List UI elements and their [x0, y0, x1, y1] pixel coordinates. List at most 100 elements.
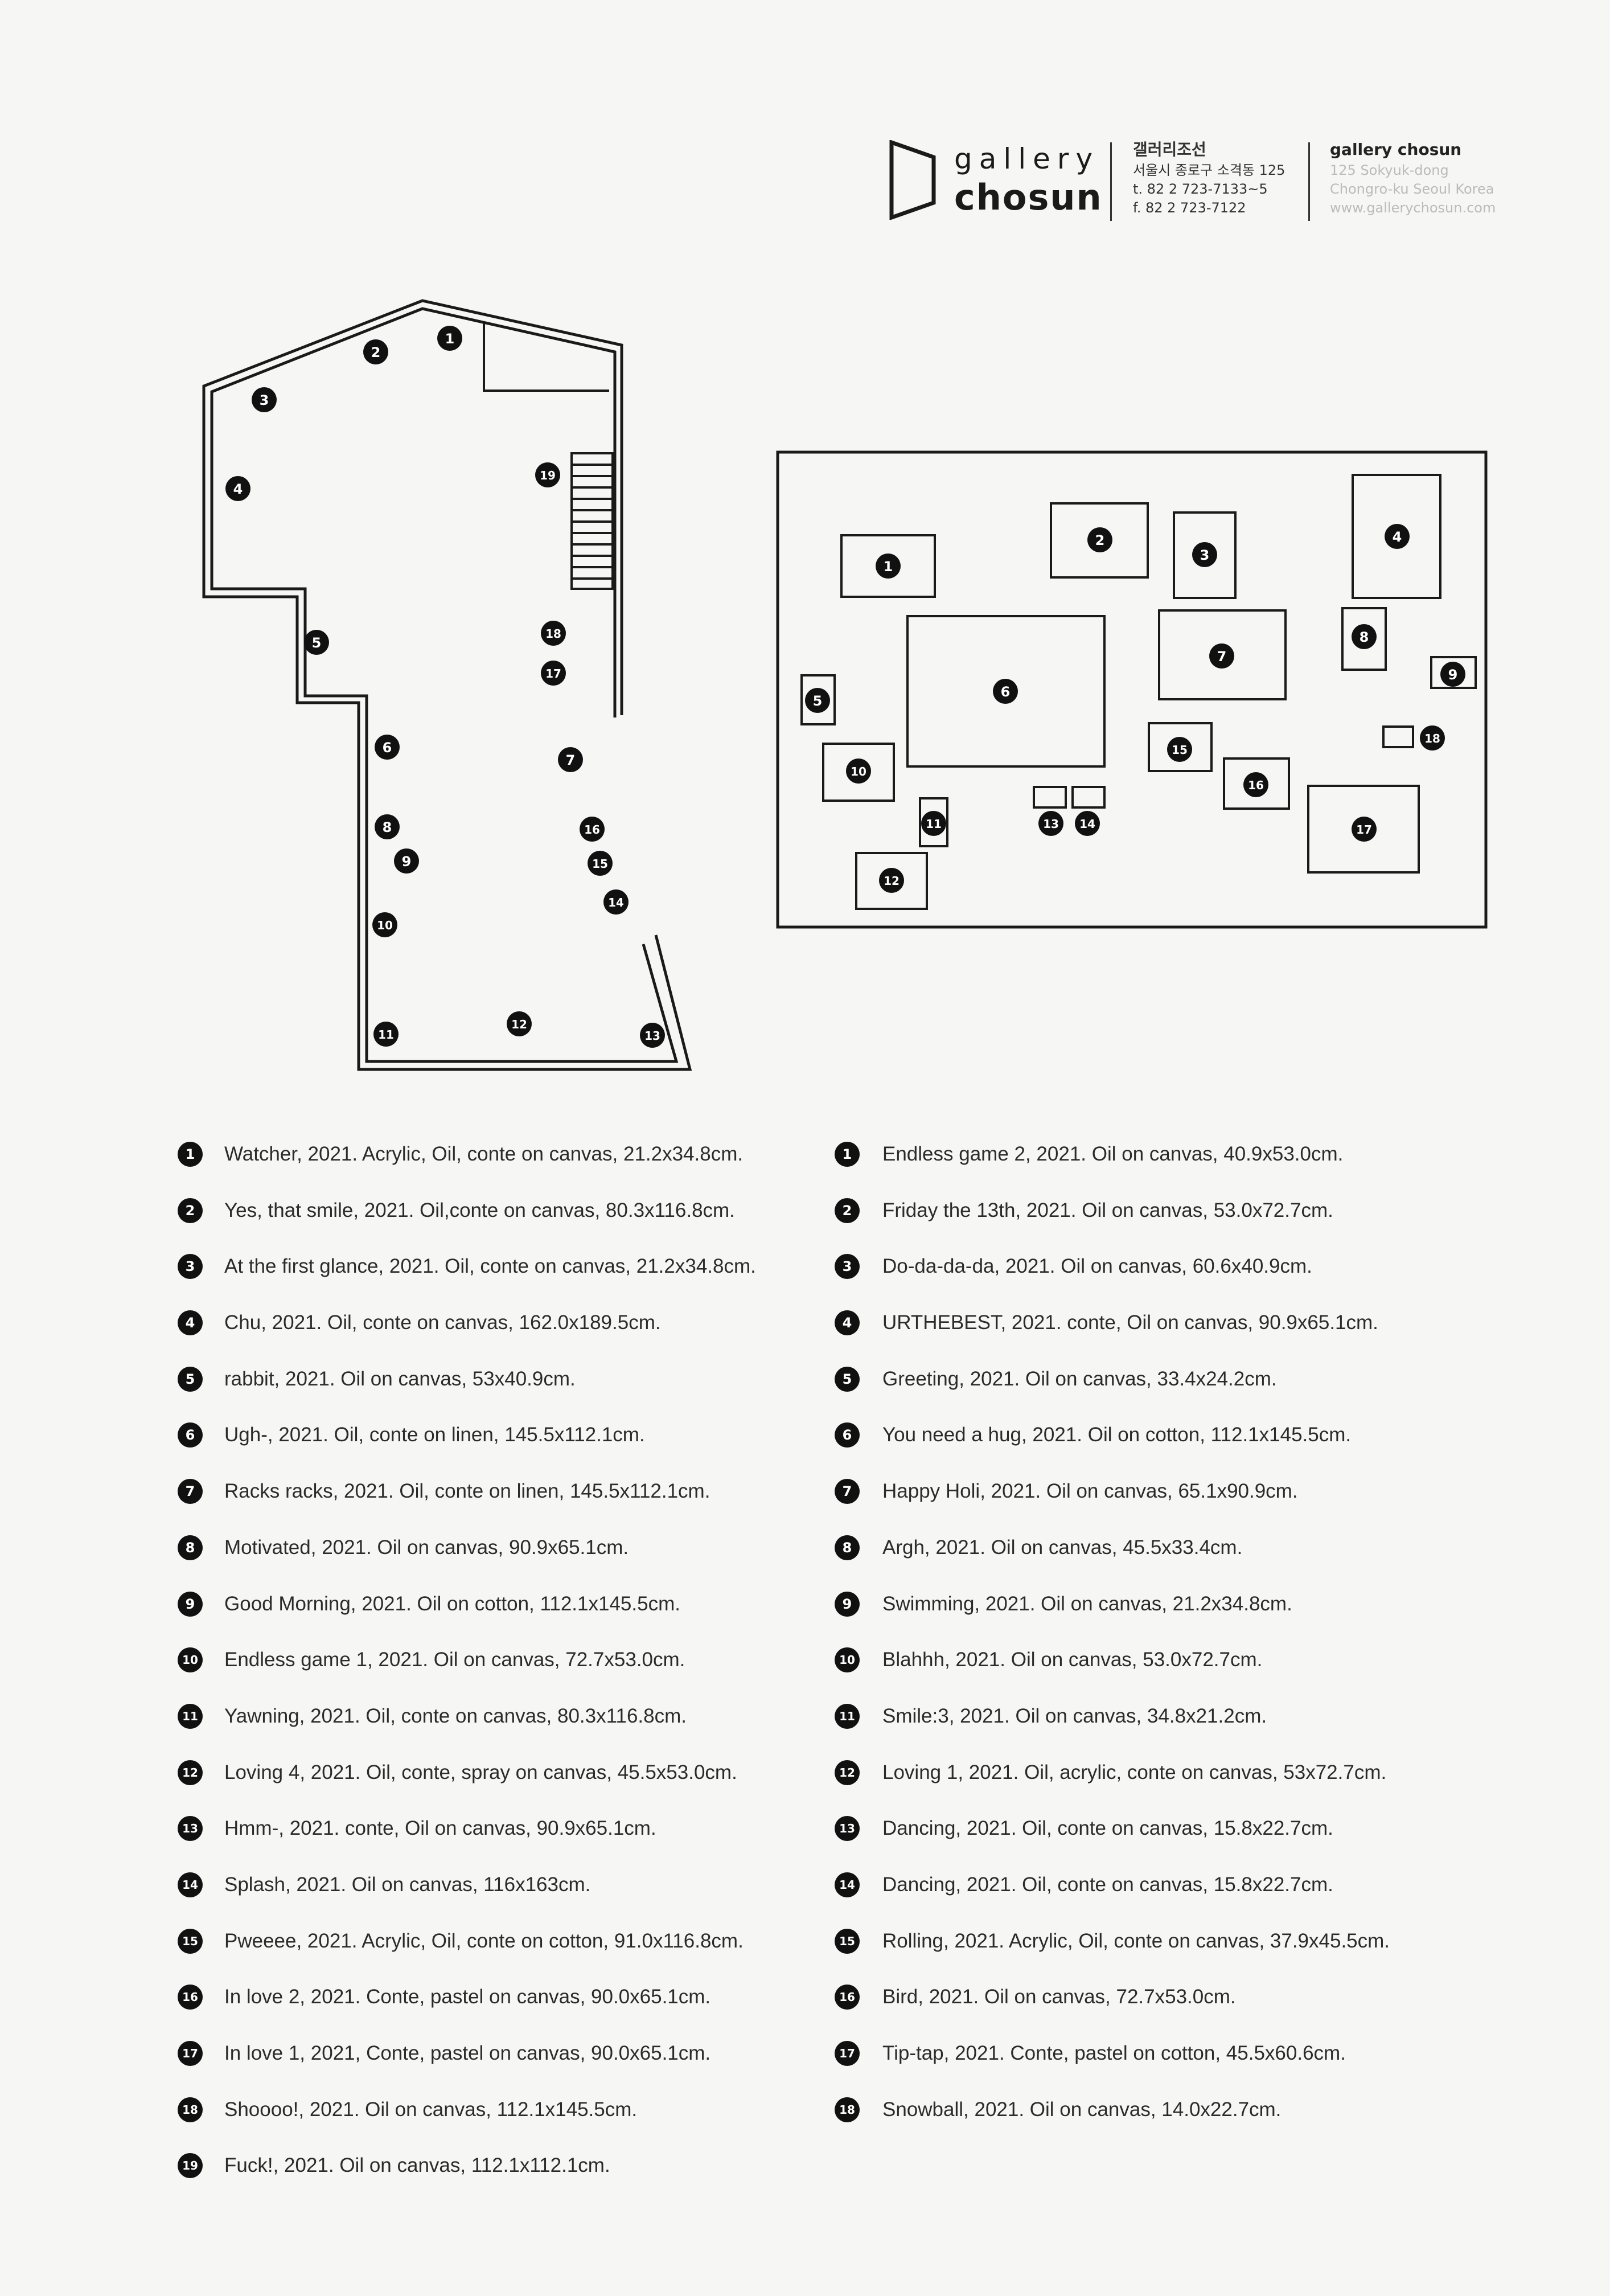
work-caption: Loving 1, 2021. Oil, acrylic, conte on c…: [882, 1761, 1387, 1784]
number-badge: 7: [835, 1479, 860, 1504]
plan2-marker-4: 4: [1385, 524, 1410, 549]
plan1-marker-11: 11: [373, 1022, 399, 1047]
number-badge: 6: [835, 1422, 860, 1448]
plan1-marker-15: 15: [588, 851, 613, 876]
number-badge: 3: [178, 1254, 203, 1280]
list-item: 8 Argh, 2021. Oil on canvas, 45.5x33.4cm.: [835, 1535, 1461, 1592]
plan2-marker-label: 7: [1217, 649, 1227, 665]
plan1-marker-7: 7: [558, 747, 583, 772]
plan2-marker-11: 11: [921, 811, 946, 836]
plan2-marker-5: 5: [805, 688, 830, 713]
work-caption: Splash, 2021. Oil on canvas, 116x163cm.: [224, 1873, 591, 1896]
number-badge: 16: [178, 1985, 203, 2010]
plan1-marker-label: 2: [371, 345, 381, 360]
plan1-marker-label: 11: [378, 1028, 394, 1042]
work-caption: Argh, 2021. Oil on canvas, 45.5x33.4cm.: [882, 1536, 1243, 1559]
plan2-marker-15: 15: [1167, 737, 1192, 762]
plan1-marker-18: 18: [541, 621, 566, 646]
list-item: 14 Splash, 2021. Oil on canvas, 116x163cm…: [178, 1872, 804, 1929]
number-badge: 4: [835, 1310, 860, 1336]
number-badge: 13: [178, 1816, 203, 1842]
plan1-marker-12: 12: [507, 1011, 532, 1036]
plan2-marker-17: 17: [1352, 817, 1377, 842]
work-caption: Chu, 2021. Oil, conte on canvas, 162.0x1…: [224, 1311, 661, 1334]
list-item: 4 Chu, 2021. Oil, conte on canvas, 162.0x…: [178, 1310, 804, 1367]
number-badge: 8: [835, 1535, 860, 1560]
work-caption: Dancing, 2021. Oil, conte on canvas, 15.…: [882, 1817, 1333, 1840]
header-divider: [1110, 142, 1112, 221]
work-caption: Yawning, 2021. Oil, conte on canvas, 80.…: [224, 1704, 687, 1727]
header-divider-2: [1308, 142, 1310, 221]
english-gallery-name: gallery chosun: [1330, 140, 1462, 159]
work-caption: You need a hug, 2021. Oil on cotton, 112…: [882, 1424, 1352, 1446]
plan2-marker-label: 1: [884, 559, 893, 575]
number-badge: 10: [178, 1647, 203, 1673]
number-badge: 15: [835, 1928, 860, 1954]
plan2-marker-label: 16: [1248, 778, 1264, 792]
number-badge: 4: [178, 1310, 203, 1336]
plan1-marker-label: 16: [584, 823, 600, 837]
website: www.gallerychosun.com: [1330, 200, 1496, 216]
english-address: 125 Sokyuk-dong: [1330, 162, 1449, 178]
number-badge: 18: [178, 2097, 203, 2122]
number-badge: 12: [178, 1760, 203, 1785]
plan2-marker-1: 1: [876, 554, 901, 579]
number-badge: 2: [178, 1198, 203, 1223]
number-badge: 11: [178, 1703, 203, 1729]
plan2-marker-label: 6: [1001, 684, 1011, 700]
plan2-marker-label: 11: [926, 817, 942, 831]
work-caption: URTHEBEST, 2021. conte, Oil on canvas, 9…: [882, 1311, 1378, 1334]
number-badge: 10: [835, 1647, 860, 1673]
plan1-marker-label: 6: [383, 740, 392, 756]
plan1-marker-2: 2: [363, 339, 388, 364]
plan1-marker-label: 3: [260, 392, 269, 408]
plan2-marker-10: 10: [846, 758, 871, 784]
work-caption: Bird, 2021. Oil on canvas, 72.7x53.0cm.: [882, 1986, 1236, 2008]
plan2-marker-label: 4: [1393, 529, 1402, 545]
plan2-marker-label: 13: [1043, 817, 1059, 831]
plan2-marker-13: 13: [1038, 811, 1063, 836]
plan2-marker-8: 8: [1352, 624, 1377, 649]
plan2-marker-label: 9: [1448, 667, 1458, 683]
work-caption: Smile:3, 2021. Oil on canvas, 34.8x21.2c…: [882, 1704, 1267, 1727]
number-badge: 7: [178, 1479, 203, 1504]
plan2-marker-label: 8: [1360, 629, 1369, 645]
work-caption: Watcher, 2021. Acrylic, Oil, conte on ca…: [224, 1143, 744, 1165]
number-badge: 15: [178, 1928, 203, 1954]
korean-gallery-name: 갤러리조선: [1133, 140, 1206, 159]
plan1-marker-label: 9: [402, 854, 412, 870]
work-caption: In love 1, 2021, Conte, pastel on canvas…: [224, 2042, 711, 2064]
work-caption: Ugh-, 2021. Oil, conte on linen, 145.5x1…: [224, 1424, 645, 1446]
list-item: 6 You need a hug, 2021. Oil on cotton, 11…: [835, 1422, 1461, 1479]
work-caption: Fuck!, 2021. Oil on canvas, 112.1x112.1c…: [224, 2154, 610, 2177]
phone-number: t. 82 2 723-7133~5: [1133, 181, 1268, 197]
plan1-marker-label: 8: [383, 819, 392, 835]
list-item: 2 Yes, that smile, 2021. Oil,conte on can…: [178, 1198, 804, 1254]
plan1-marker-5: 5: [304, 630, 329, 655]
number-badge: 14: [178, 1872, 203, 1897]
work-caption: Yes, that smile, 2021. Oil,conte on canv…: [224, 1199, 735, 1221]
number-badge: 16: [835, 1985, 860, 2010]
number-badge: 5: [835, 1366, 860, 1392]
plan2-marker-3: 3: [1192, 542, 1217, 567]
number-badge: 19: [178, 2153, 203, 2179]
number-badge: 17: [835, 2041, 860, 2066]
logo-word-gallery: gallery: [954, 142, 1100, 175]
plan1-marker-17: 17: [541, 661, 566, 686]
work-caption: Happy Holi, 2021. Oil on canvas, 65.1x90…: [882, 1480, 1298, 1503]
